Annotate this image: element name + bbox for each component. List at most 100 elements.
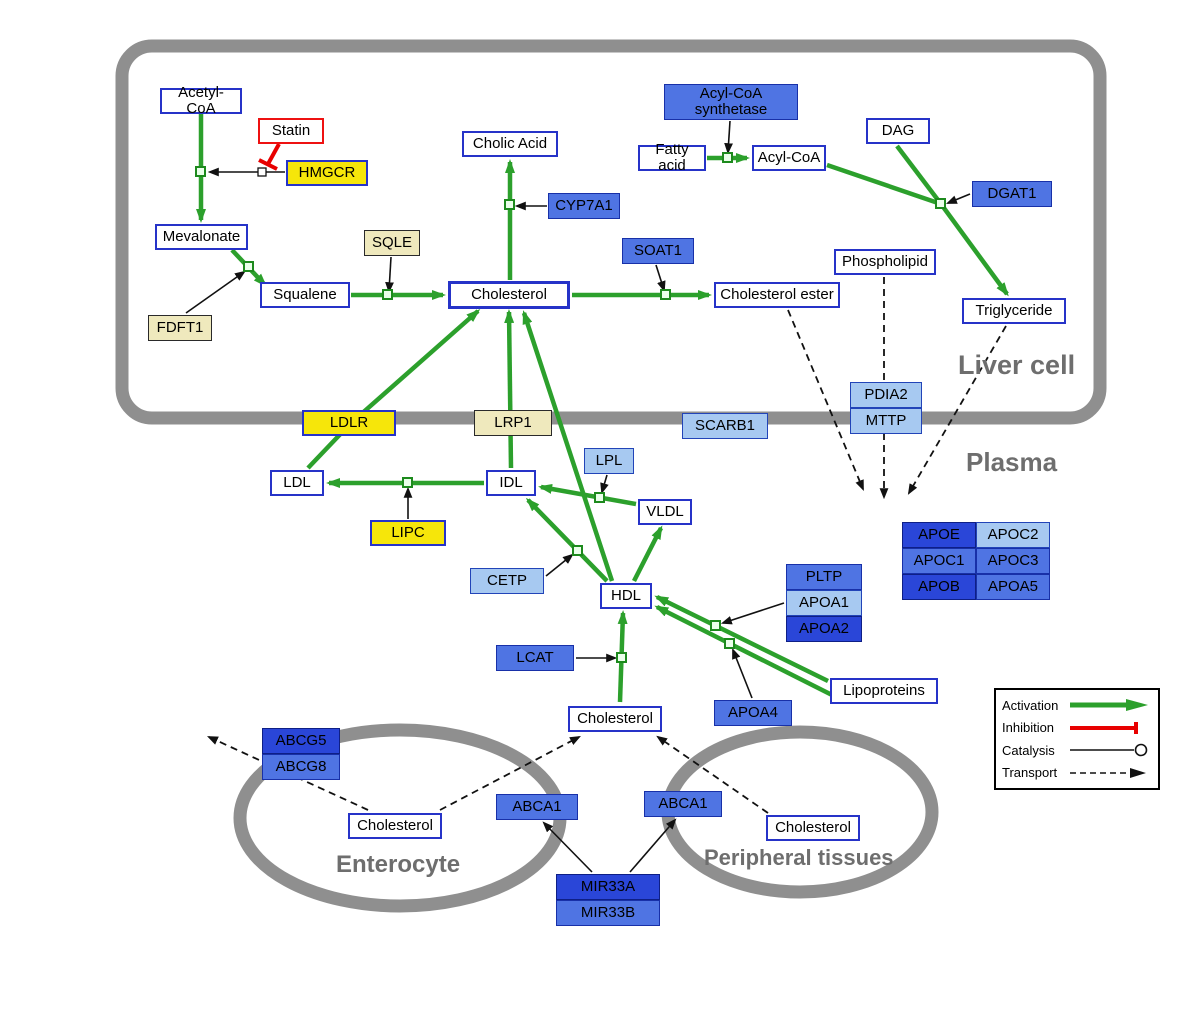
enterocyte-label: Enterocyte — [336, 851, 461, 878]
node-cetp[interactable]: CETP — [470, 568, 544, 594]
legend-row-activation: Activation — [1002, 697, 1152, 713]
liver-cell-label: Liver cell — [958, 350, 1076, 380]
reaction-square — [195, 166, 206, 177]
edge-sqle-catalysis — [385, 256, 394, 294]
liver-cell-membrane — [115, 39, 1107, 425]
node-cholesterol-ester[interactable]: Cholesterol ester — [714, 282, 840, 308]
node-pdia2[interactable]: PDIA2 — [850, 382, 922, 408]
node-sqle[interactable]: SQLE — [364, 230, 420, 256]
reaction-square — [382, 289, 393, 300]
node-vldl[interactable]: VLDL — [638, 499, 692, 525]
node-triglyceride[interactable]: Triglyceride — [962, 298, 1066, 324]
legend-box: Activation Inhibition Catalysis Transpor… — [994, 688, 1160, 790]
node-lipoproteins[interactable]: Lipoproteins — [830, 678, 938, 704]
node-lrp1[interactable]: LRP1 — [474, 410, 552, 436]
node-abca1-peripheral[interactable]: ABCA1 — [644, 791, 722, 817]
legend-catalysis-label: Catalysis — [1002, 742, 1055, 758]
node-squalene[interactable]: Squalene — [260, 282, 350, 308]
node-mir33b[interactable]: MIR33B — [556, 900, 660, 926]
node-fdft1[interactable]: FDFT1 — [148, 315, 212, 341]
node-cholesterol-peripheral[interactable]: Cholesterol — [766, 815, 860, 841]
reaction-square — [594, 492, 605, 503]
node-fatty-acid[interactable]: Fatty acid — [638, 141, 706, 174]
catalysis-edges — [185, 120, 971, 873]
reaction-square — [402, 477, 413, 488]
peripheral-tissues-label: Peripheral tissues — [704, 845, 894, 870]
node-acyl-coa[interactable]: Acyl-CoA — [752, 145, 826, 171]
node-lpl[interactable]: LPL — [584, 448, 634, 474]
node-apoa4[interactable]: APOA4 — [714, 700, 792, 726]
node-abcg8[interactable]: ABCG8 — [262, 754, 340, 780]
edge-hdl-idl-cetp — [525, 497, 609, 583]
edge-hdl-vldl — [631, 525, 664, 583]
edge-dgat1-catalysis — [945, 193, 971, 204]
node-apoa1[interactable]: APOA1 — [786, 590, 862, 616]
edge-idl-cholesterol — [504, 309, 515, 469]
node-lcat[interactable]: LCAT — [496, 645, 574, 671]
reaction-square — [935, 198, 946, 209]
edge-lipoproteins-hdl-upper — [654, 594, 829, 684]
node-soat1[interactable]: SOAT1 — [622, 238, 694, 264]
legend-row-catalysis: Catalysis — [1002, 742, 1152, 758]
node-scarb1[interactable]: SCARB1 — [682, 413, 768, 439]
edge-statin-inhibits-hmgcr — [266, 143, 281, 165]
node-acetyl-coa[interactable]: Acetyl-CoA — [160, 84, 242, 117]
node-abca1-enterocyte[interactable]: ABCA1 — [496, 794, 578, 820]
edge-soat1-catalysis — [655, 264, 666, 293]
reaction-square — [710, 620, 721, 631]
node-apob[interactable]: APOB — [902, 574, 976, 600]
transport-dashed-arrow-icon — [1070, 767, 1146, 778]
reaction-square — [616, 652, 627, 663]
node-cholic-acid[interactable]: Cholic Acid — [462, 131, 558, 157]
node-abcg5[interactable]: ABCG5 — [262, 728, 340, 754]
activation-arrow-icon — [1070, 699, 1148, 712]
inhibition-edges — [258, 143, 281, 171]
edge-cholesterylester-plasma — [787, 309, 864, 492]
node-apoa2[interactable]: APOA2 — [786, 616, 862, 642]
node-cholesterol-liver[interactable]: Cholesterol — [448, 281, 570, 309]
edge-lipoproteins-hdl-lower — [654, 604, 838, 700]
node-apoc2[interactable]: APOC2 — [976, 522, 1050, 548]
edge-triglyceride-plasma — [907, 325, 1007, 495]
node-apoe[interactable]: APOE — [902, 522, 976, 548]
edge-mir33-abca1-enterocyte — [542, 821, 593, 873]
node-ldl[interactable]: LDL — [270, 470, 324, 496]
node-mevalonate[interactable]: Mevalonate — [155, 224, 248, 250]
node-apoc1[interactable]: APOC1 — [902, 548, 976, 574]
node-apoc3[interactable]: APOC3 — [976, 548, 1050, 574]
plasma-label: Plasma — [966, 447, 1058, 477]
node-cyp7a1[interactable]: CYP7A1 — [548, 193, 620, 219]
inhibition-tbar-icon — [1070, 721, 1138, 734]
node-dgat1[interactable]: DGAT1 — [972, 181, 1052, 207]
node-statin[interactable]: Statin — [258, 118, 324, 144]
legend-row-transport: Transport — [1002, 765, 1152, 781]
edge-dag-junction — [895, 144, 943, 206]
node-acyl-coa-synthetase[interactable]: Acyl-CoA synthetase — [664, 84, 798, 120]
node-phospholipid[interactable]: Phospholipid — [834, 249, 936, 275]
reaction-square — [504, 199, 515, 210]
node-lipc[interactable]: LIPC — [370, 520, 446, 546]
node-mttp[interactable]: MTTP — [850, 408, 922, 434]
node-hdl[interactable]: HDL — [600, 583, 652, 609]
node-hmgcr[interactable]: HMGCR — [286, 160, 368, 186]
reaction-square — [243, 261, 254, 272]
catalysis-circle-icon — [1070, 743, 1148, 757]
node-cholesterol-plasma[interactable]: Cholesterol — [568, 706, 662, 732]
edge-fdft1-catalysis — [185, 270, 246, 314]
legend-transport-label: Transport — [1002, 765, 1058, 781]
statin-inhibition-tbar — [258, 158, 278, 171]
reaction-square — [722, 152, 733, 163]
node-apoa5[interactable]: APOA5 — [976, 574, 1050, 600]
node-pltp[interactable]: PLTP — [786, 564, 862, 590]
node-mir33a[interactable]: MIR33A — [556, 874, 660, 900]
node-idl[interactable]: IDL — [486, 470, 536, 496]
node-cholesterol-enterocyte[interactable]: Cholesterol — [348, 813, 442, 839]
node-ldlr[interactable]: LDLR — [302, 410, 396, 436]
node-dag[interactable]: DAG — [866, 118, 930, 144]
edge-lpl-catalysis — [600, 474, 609, 495]
legend-activation-label: Activation — [1002, 697, 1059, 713]
edge-junction-triglyceride — [939, 202, 1009, 297]
edge-apoa-stack-catalysis — [720, 602, 785, 625]
